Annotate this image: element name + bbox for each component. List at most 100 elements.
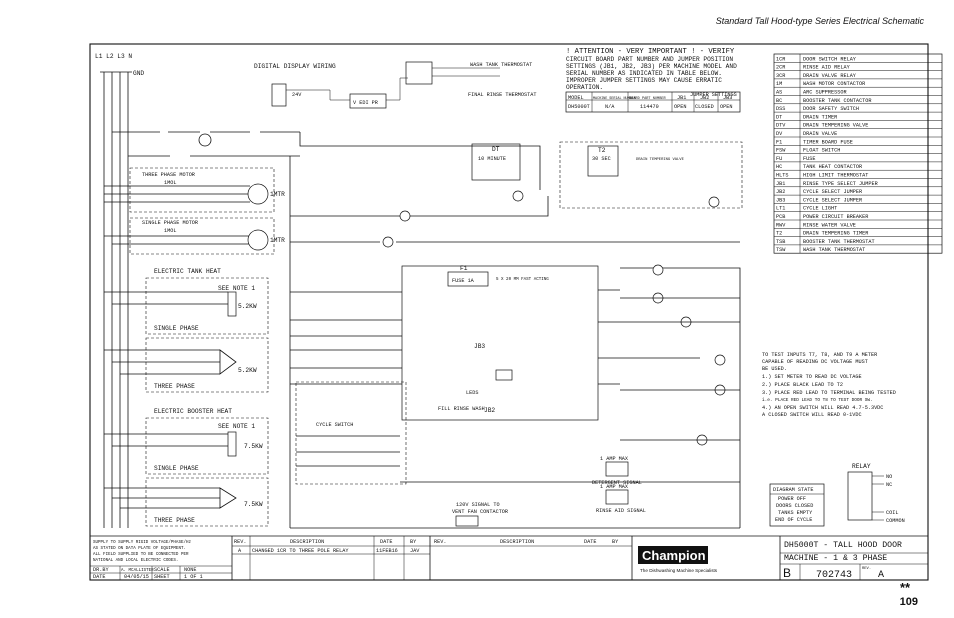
jb3-label: JB3 — [474, 343, 485, 350]
state-line-4: END OF CYCLE — [775, 517, 812, 523]
att-td-model: DH5000T — [568, 104, 590, 110]
note-line-5: 2.) PLACE BLACK LEAD TO T2 — [762, 382, 843, 388]
legend-description: POWER CIRCUIT BREAKER — [803, 214, 868, 220]
fill-rinse-label: FILL RINSE WASH — [438, 406, 485, 412]
att-td-jb2: CLOSED — [695, 104, 714, 110]
legend-code: LT1 — [776, 206, 785, 212]
attention-line-5: OPERATION. — [566, 84, 603, 91]
tb-title-1: DH5000T - TALL HOOD DOOR — [784, 541, 902, 550]
legend-description: CYCLE SELECT JUMPER — [803, 197, 862, 203]
relay-nc: NC — [886, 482, 892, 488]
legend-code: 2CR — [776, 65, 785, 71]
relay-common: COMMON — [886, 518, 905, 524]
legend-code: F1 — [776, 139, 782, 145]
attention-title: ! ATTENTION - VERY IMPORTANT ! - VERIFY — [566, 48, 735, 56]
electric-booster-heat-label: ELECTRIC BOOSTER HEAT — [154, 408, 232, 415]
legend-description: CYCLE LIGHT — [803, 206, 837, 212]
vent-label-1: 120V SIGNAL TO — [456, 502, 500, 508]
legend-description: FLOAT SWITCH — [803, 148, 840, 154]
vent-label-2: VENT FAN CONTACTOR — [452, 509, 508, 515]
rinse-aid-label: RINSE AID SIGNAL — [596, 508, 646, 514]
legend-code: T2 — [776, 231, 782, 237]
legend-code: BC — [776, 98, 782, 104]
three-phase-motor-box — [129, 167, 275, 213]
tb-title-2: MACHINE - 1 & 3 PHASE — [784, 554, 887, 563]
legend-code: DTV — [776, 123, 786, 129]
imtr-3ph: 1MTR — [270, 191, 285, 198]
note-line-2: CAPABLE OF READING DC VOLTAGE MUST — [762, 359, 868, 365]
att-td-serial: N/A — [605, 104, 615, 110]
legend-code: AS — [776, 90, 782, 96]
note-line-7: i.e. PLACE RED LEAD TO T8 TO TEST DOOR S… — [762, 398, 873, 403]
tb-scale: NONE — [184, 567, 196, 573]
page-header-title: Standard Tall Hood-type Series Electrica… — [715, 16, 924, 26]
att-th-board: BOARD PART NUMBER — [629, 97, 667, 101]
legend-code: HLTS — [776, 173, 788, 179]
legend-code: FSW — [776, 148, 786, 154]
page-number: 109 — [899, 596, 918, 608]
detergent-terminal — [605, 461, 629, 477]
diagram-state-box — [769, 483, 825, 527]
legend-code: PCB — [776, 214, 785, 220]
tb-note-2: AS STATED ON DATA PLATE OF EQUIPMENT. — [93, 547, 186, 551]
booster-kw-1ph: 7.5KW — [244, 443, 263, 450]
timer-board — [401, 265, 599, 421]
legend-description: CYCLE SELECT JUMPER — [803, 189, 862, 195]
legend-description: TANK HEAT CONTACTOR — [803, 164, 862, 170]
att-th-model: MODEL — [568, 95, 584, 101]
title-block — [90, 535, 928, 580]
t2-sub: 30 SEC — [592, 156, 611, 162]
relay-no: NO — [886, 474, 892, 480]
test-notes: TO TEST INPUTS T7, T8, AND T9 A METER CA… — [762, 352, 896, 418]
imol-label-1ph: 1MOL — [164, 228, 176, 234]
drain-temper-label: DRAIN TEMPERING VALVE — [636, 158, 685, 162]
amp-max-1: 1 AMP MAX — [600, 456, 629, 462]
rev-h-by: BY — [410, 539, 417, 545]
jb2-label: JB2 — [484, 407, 495, 414]
display-transformer — [271, 83, 287, 107]
fuse-f1-label: F1 — [460, 265, 468, 272]
rev-r-rev: A — [238, 548, 242, 554]
tb-dwg-no: 702743 — [816, 570, 852, 581]
state-line-3: TANKS EMPTY — [778, 510, 813, 516]
rev-h-date: DATE — [380, 539, 392, 545]
legend-description: DRAIN TEMPERING TIMER — [803, 231, 868, 237]
single-phase-motor-label: SINGLE PHASE MOTOR — [142, 220, 198, 226]
rev-r-desc: CHANGED 1CR TO THREE POLE RELAY — [252, 548, 349, 554]
legend-description: WASH TANK THERMOSTAT — [803, 247, 865, 253]
legend-code: 3CR — [776, 73, 785, 79]
t2-label: T2 — [598, 147, 606, 154]
legend-code: JB3 — [776, 197, 785, 203]
legend-description: DOOR SAFETY SWITCH — [803, 106, 859, 112]
legend-code: RWV — [776, 222, 786, 228]
see-note-tank: SEE NOTE 1 — [218, 285, 255, 292]
rev2-h-desc: DESCRIPTION — [500, 539, 534, 545]
booster-kw-3ph: 7.5KW — [244, 501, 263, 508]
tb-note-3: ALL FIELD SUPPLIED TO BE CONNECTED PER — [93, 553, 189, 557]
tb-date: 04/05/15 — [124, 574, 149, 580]
legend-description: DRAIN TEMPERING VALVE — [803, 123, 868, 129]
leds-label: LEDS — [466, 390, 478, 396]
relay-title: RELAY — [852, 463, 871, 470]
diagram-state-title: DIAGRAM STATE — [773, 487, 813, 493]
vent-terminal — [455, 515, 479, 527]
state-line-2: DOORS CLOSED — [776, 503, 813, 509]
1cr-coil-lower — [382, 236, 394, 248]
rev2-h-rev: REV. — [434, 539, 446, 545]
attention-line-4: IMPROPER JUMPER SETTINGS MAY CAUSE ERRAT… — [566, 77, 722, 84]
legend-description: RINSE AID RELAY — [803, 65, 851, 71]
legend-description: HIGH LIMIT THERMOSTAT — [803, 173, 868, 179]
sheet-frame — [89, 43, 929, 581]
tb-rev: A — [878, 570, 884, 581]
tank-kw-1ph: 5.2KW — [238, 303, 257, 310]
legend-description: RINSE WATER VALVE — [803, 222, 856, 228]
legend-code: DT — [776, 114, 782, 120]
edi-board-label: V EDI PR — [353, 100, 378, 106]
rev-h-rev: REV. — [234, 539, 246, 545]
drain-timer-sub: 10 MINUTE — [478, 156, 506, 162]
rev2-h-by: BY — [612, 539, 619, 545]
cycle-switch-label: CYCLE SWITCH — [316, 422, 353, 428]
tank-heat-1ph-box — [145, 277, 269, 335]
